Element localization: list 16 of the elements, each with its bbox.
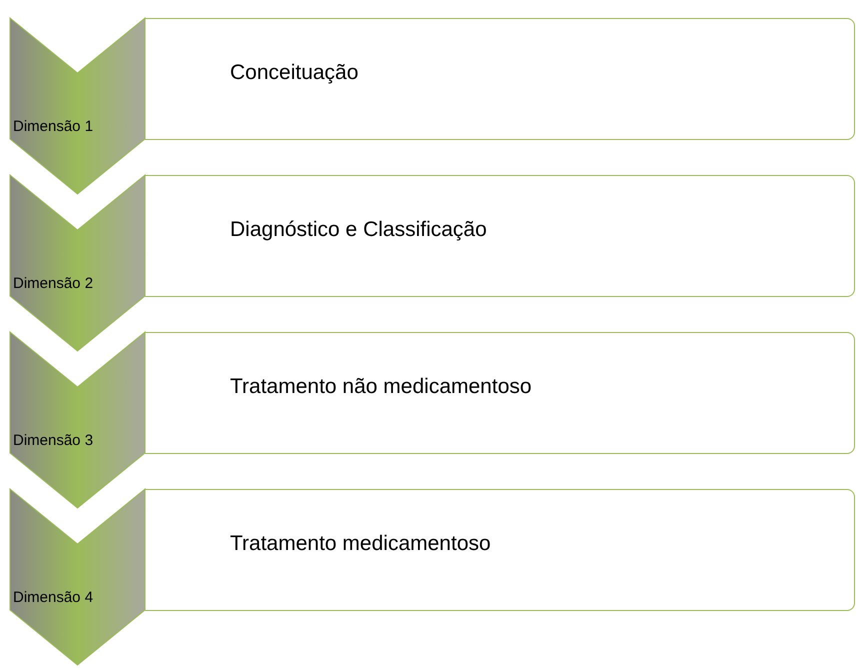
chevron-shape [10, 489, 145, 665]
text-box [145, 175, 855, 297]
text-box [145, 489, 855, 611]
chevron-shape [10, 175, 145, 351]
step-title: Tratamento medicamentoso [230, 532, 491, 556]
step-title: Diagnóstico e Classificação [230, 218, 487, 242]
chevron-shape [10, 18, 145, 194]
step-title: Tratamento não medicamentoso [230, 375, 532, 399]
step-label: Dimensão 3 [13, 432, 94, 449]
chevron-shape [10, 332, 145, 508]
step-label: Dimensão 4 [13, 589, 94, 606]
step-title: Conceituação [230, 61, 358, 85]
text-box [145, 332, 855, 454]
step-label: Dimensão 1 [13, 118, 94, 135]
step-label: Dimensão 2 [13, 275, 94, 292]
text-box [145, 18, 855, 140]
